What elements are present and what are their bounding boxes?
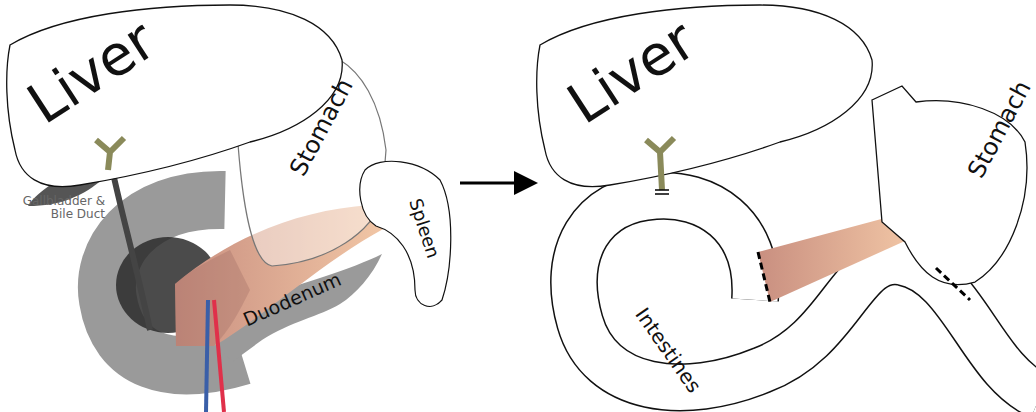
vein [206,300,208,412]
anastomosis [936,268,970,300]
liver-right [537,5,873,187]
hepatic-duct [646,138,674,190]
procedure-arrow [460,182,532,185]
hepatic-duct [96,138,124,170]
organ-label: Gallbladder & Bile Duct [19,195,105,220]
anastomosis [758,252,770,302]
artery [214,300,224,412]
pancreas-head [175,250,250,346]
spleen [360,161,451,306]
stitches [655,190,669,194]
